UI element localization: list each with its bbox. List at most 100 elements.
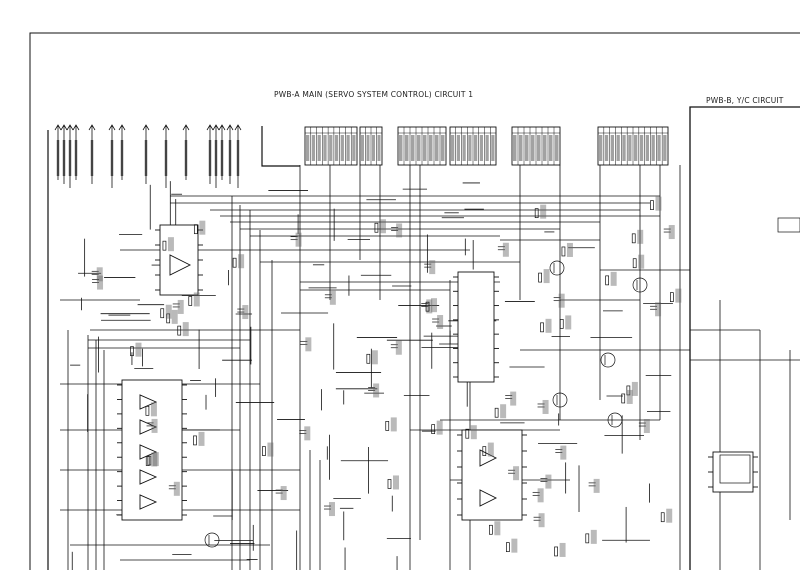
component-label-text — [560, 445, 567, 460]
opamp-symbol — [139, 419, 158, 435]
component-label-text — [538, 513, 545, 528]
connector-blocks — [304, 126, 669, 166]
component-label-text — [675, 288, 682, 303]
resistor-symbol — [561, 246, 566, 257]
resistor-symbol — [621, 393, 626, 404]
connector-pin-text — [462, 135, 466, 161]
connector-pin-text — [456, 135, 460, 161]
resistor-symbol — [494, 407, 499, 418]
connector-pin-text — [519, 135, 523, 161]
component-label-text — [182, 322, 189, 337]
connector-pin-text — [329, 135, 333, 161]
pwb-b-border — [689, 106, 800, 570]
opamp-symbol — [139, 444, 158, 460]
component-label-text — [328, 502, 335, 517]
component-label-text — [593, 478, 600, 493]
connector-pin-text — [317, 135, 321, 161]
top-pin-labels — [54, 124, 242, 188]
component-label-text — [304, 426, 311, 441]
pin-label-text — [236, 140, 240, 176]
connector-pin-text — [645, 135, 649, 161]
transistor-symbol — [607, 412, 623, 428]
opamp-symbol — [139, 394, 158, 410]
resistor-symbol — [506, 542, 510, 553]
resistor-symbol — [160, 308, 165, 319]
component-label-text — [610, 271, 617, 286]
component-label-text — [371, 350, 378, 365]
opamp-symbol — [479, 449, 498, 467]
connector-pin-text — [513, 135, 517, 161]
connector-pin-text — [377, 135, 381, 161]
component-label-text — [152, 452, 159, 467]
pin-label-text — [214, 140, 218, 176]
connector-pin-text — [441, 135, 445, 161]
pin-label-text — [208, 140, 212, 176]
component-label-text — [668, 225, 675, 240]
component-label-text — [666, 508, 673, 523]
connector-pin-text — [435, 135, 439, 161]
component-label-text — [165, 304, 172, 319]
pin-label-text — [74, 140, 78, 176]
pwb-b-title: PWB-B, Y/C CIRCUIT — [706, 96, 784, 105]
component-label-text — [390, 417, 397, 432]
connector-pin-text — [531, 135, 535, 161]
component-label-text — [500, 404, 507, 419]
component-label-text — [631, 381, 638, 396]
connector-pin-text — [663, 135, 667, 161]
component-label-text — [559, 542, 566, 557]
connector-pin-text — [622, 135, 626, 161]
resistor-symbol — [188, 296, 193, 306]
resistor-symbol — [425, 301, 430, 312]
component-label-text — [135, 342, 142, 357]
component-label-text — [173, 481, 180, 496]
connector-pin-text — [423, 135, 427, 161]
panel-label-box — [719, 454, 751, 484]
component-label-text — [436, 420, 443, 435]
resistor-symbol — [387, 479, 392, 489]
component-label-text — [280, 486, 287, 501]
component-label-text — [96, 267, 103, 282]
resistor-symbol — [489, 524, 493, 535]
connector-pin-text — [451, 135, 455, 161]
connector-pin-text — [366, 135, 370, 161]
opamp-symbol — [139, 494, 158, 510]
pwb-a-title: PWB-A MAIN (SERVO SYSTEM CONTROL) CIRCUI… — [274, 90, 474, 99]
connector-pin-text — [372, 135, 375, 161]
connector-pin-text — [604, 135, 609, 161]
component-label-text — [510, 391, 517, 406]
resistor-symbol — [366, 353, 371, 364]
transistor-symbol — [204, 532, 220, 548]
component-label-text — [558, 293, 565, 308]
pin-label-text — [62, 140, 66, 176]
component-label-text — [396, 223, 403, 238]
connector-pin-text — [485, 135, 489, 161]
sheet-border — [29, 32, 800, 570]
component-label-text — [511, 538, 518, 553]
opamp-symbol — [479, 489, 498, 507]
connector-pin-text — [474, 135, 478, 161]
component-label-text — [151, 452, 158, 467]
resistor-symbol — [626, 385, 631, 396]
resistor-symbol — [193, 435, 197, 446]
connector-pin-text — [610, 135, 614, 161]
component-label-text — [395, 340, 402, 355]
connector-pin-text — [657, 135, 661, 161]
opamp-symbol — [169, 254, 192, 276]
component-label-text — [502, 242, 509, 257]
component-label-text — [542, 399, 549, 414]
component-label-text — [543, 269, 550, 284]
resistor-symbol — [145, 405, 150, 416]
component-label-text — [429, 260, 436, 275]
resistor-symbol — [632, 258, 637, 269]
resistor-symbol — [147, 455, 152, 466]
component-label-text — [373, 383, 380, 398]
resistor-symbol — [385, 421, 390, 431]
resistor-symbol — [262, 446, 266, 456]
component-label-text — [590, 529, 597, 544]
ic-right — [712, 451, 754, 493]
connector-pin-text — [639, 135, 644, 161]
connector-pin-text — [616, 135, 620, 161]
resistor-symbol — [465, 428, 470, 439]
resistor-symbol — [670, 292, 674, 302]
